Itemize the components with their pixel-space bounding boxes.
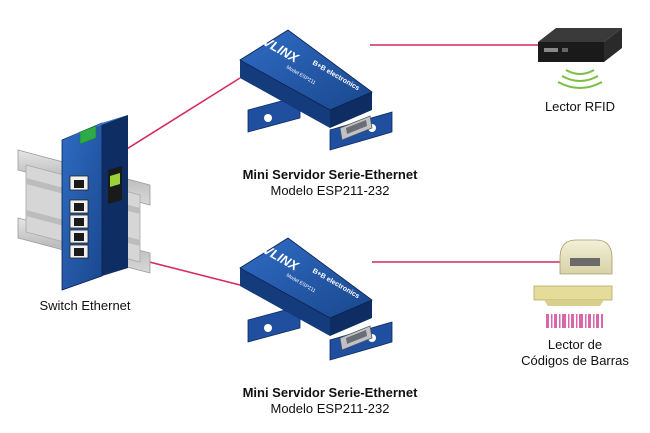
switch-ports bbox=[69, 199, 89, 259]
rfid-waves-icon bbox=[557, 69, 603, 89]
barcode-label-line2: Códigos de Barras bbox=[521, 353, 629, 368]
barcode-label: Lector de Códigos de Barras bbox=[510, 337, 640, 369]
serial-server-bottom: VLINX Model ESP211 B+B electronics bbox=[239, 237, 393, 361]
server-bottom-label: Mini Servidor Serie-Ethernet Modelo ESP2… bbox=[215, 385, 445, 417]
ethernet-switch bbox=[61, 115, 128, 291]
barcode-reader-icon bbox=[533, 239, 613, 328]
switch-label: Switch Ethernet bbox=[20, 298, 150, 314]
power-connector-icon bbox=[79, 125, 97, 145]
rfid-label: Lector RFID bbox=[530, 99, 630, 115]
rfid-reader-icon bbox=[538, 28, 622, 89]
server-top-title: Mini Servidor Serie-Ethernet bbox=[242, 167, 418, 182]
barcode-label-line1: Lector de bbox=[547, 337, 603, 352]
barcode-icon bbox=[546, 314, 603, 328]
rfid-label-text: Lector RFID bbox=[544, 99, 616, 114]
link-switch-server-top bbox=[121, 77, 241, 153]
server-bottom-model: Modelo ESP211-232 bbox=[270, 401, 390, 416]
server-top-label: Mini Servidor Serie-Ethernet Modelo ESP2… bbox=[215, 167, 445, 199]
switch-label-text: Switch Ethernet bbox=[39, 298, 131, 313]
serial-server-top: VLINX Model ESP211 B+B electronics bbox=[239, 29, 393, 151]
server-bottom-title: Mini Servidor Serie-Ethernet bbox=[242, 385, 418, 400]
server-top-model: Modelo ESP211-232 bbox=[270, 183, 390, 198]
